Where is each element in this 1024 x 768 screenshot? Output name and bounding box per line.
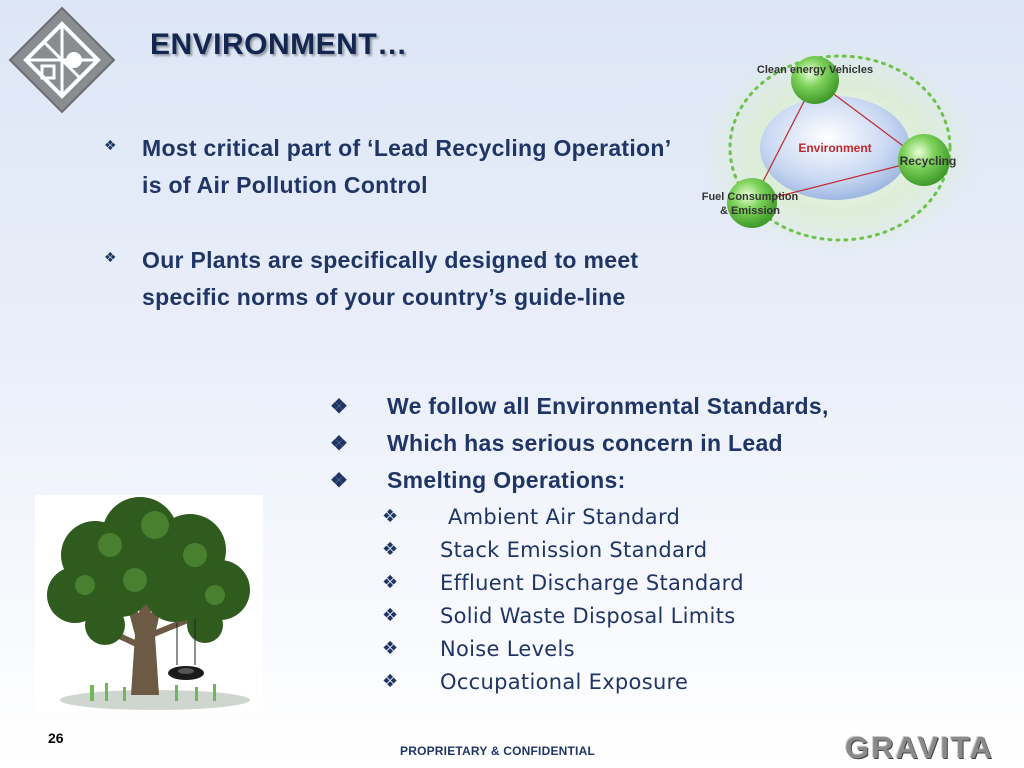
footer-confidential: PROPRIETARY & CONFIDENTIAL xyxy=(400,744,595,758)
bullet-text: Which has serious concern in Lead xyxy=(387,430,783,456)
diamond-bullet-icon: ❖ xyxy=(382,572,399,593)
diamond-bullet-icon: ❖ xyxy=(382,671,399,692)
list-item: ❖ Noise Levels xyxy=(382,632,744,665)
diamond-bullet-icon: ❖ xyxy=(382,539,399,560)
diamond-bullet-icon: ❖ xyxy=(104,249,117,265)
diamond-bullet-icon: ❖ xyxy=(330,470,349,492)
diamond-bullet-icon: ❖ xyxy=(382,638,399,659)
node-ball-right xyxy=(898,134,950,186)
dotted-orbit xyxy=(728,54,952,242)
slide-title: ENVIRONMENT… xyxy=(150,28,408,61)
standard-text: Noise Levels xyxy=(440,636,575,661)
page-number: 26 xyxy=(48,730,64,746)
bullet-text: We follow all Environmental Standards, xyxy=(387,393,829,419)
bullet-text: Our Plants are specifically designed to … xyxy=(142,247,639,310)
standard-text: Occupational Exposure xyxy=(440,669,689,694)
diamond-bullet-icon: ❖ xyxy=(104,137,117,153)
secondary-bullet-list: ❖ We follow all Environmental Standards,… xyxy=(330,388,829,499)
node-label-left-2: & Emission xyxy=(720,205,780,217)
standards-list: ❖ Ambient Air Standard ❖ Stack Emission … xyxy=(382,500,744,698)
list-item: ❖ We follow all Environmental Standards, xyxy=(330,388,829,425)
center-ellipse xyxy=(760,96,910,200)
node-label-right: Recycling xyxy=(900,154,957,168)
tree-with-swing-icon xyxy=(47,497,250,710)
standard-text: Effluent Discharge Standard xyxy=(440,570,744,595)
list-item: ❖ Effluent Discharge Standard xyxy=(382,566,744,599)
primary-bullet-list: ❖ Most critical part of ‘Lead Recycling … xyxy=(100,130,680,354)
bullet-text: Smelting Operations: xyxy=(387,467,626,493)
diamond-bullet-icon: ❖ xyxy=(330,433,349,455)
environment-cycle-diagram: Environment Clean energy Vehicles Recycl… xyxy=(700,45,980,255)
list-item: ❖ Which has serious concern in Lead xyxy=(330,425,829,462)
node-label-left-1: Fuel Consumption xyxy=(702,191,799,203)
list-item: ❖ Most critical part of ‘Lead Recycling … xyxy=(100,130,680,204)
company-logo xyxy=(8,6,116,114)
standard-text: Solid Waste Disposal Limits xyxy=(440,603,736,628)
list-item: ❖ Solid Waste Disposal Limits xyxy=(382,599,744,632)
brand-logo-text: GRAVITA xyxy=(845,730,994,765)
standard-text: Ambient Air Standard xyxy=(448,504,681,529)
node-ball-left xyxy=(727,178,777,228)
list-item: ❖ Stack Emission Standard xyxy=(382,533,744,566)
connector-line xyxy=(751,159,923,204)
diamond-bullet-icon: ❖ xyxy=(330,396,349,418)
list-item: ❖ Ambient Air Standard xyxy=(382,500,744,533)
list-item: ❖ Our Plants are specifically designed t… xyxy=(100,242,680,316)
list-item: ❖ Occupational Exposure xyxy=(382,665,744,698)
tree-illustration xyxy=(35,495,263,713)
bullet-text: Most critical part of ‘Lead Recycling Op… xyxy=(142,135,671,198)
standard-text: Stack Emission Standard xyxy=(440,537,708,562)
node-label-top: Clean energy Vehicles xyxy=(757,64,873,76)
diamond-bullet-icon: ❖ xyxy=(382,605,399,626)
list-item: ❖ Smelting Operations: xyxy=(330,462,829,499)
diamond-bullet-icon: ❖ xyxy=(382,506,399,527)
node-ball-top xyxy=(791,56,839,104)
center-label: Environment xyxy=(798,141,871,155)
